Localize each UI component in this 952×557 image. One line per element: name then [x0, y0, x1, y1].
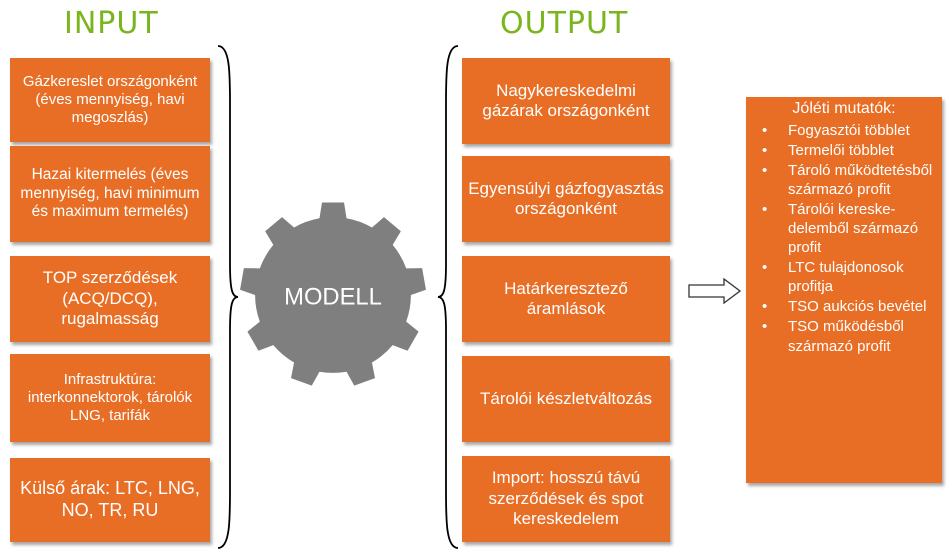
input-box-infrastructure: Infrastruktúra: interkonnektorok, tároló…: [10, 354, 210, 442]
gear-icon: MODELL: [240, 202, 426, 386]
input-box-external-prices: Külső árak: LTC, LNG, NO, TR, RU: [10, 458, 210, 542]
output-box-import: Import: hosszú távú szerződések és spot …: [462, 456, 670, 542]
input-brace: [217, 45, 239, 549]
input-heading: INPUT: [64, 6, 159, 41]
welfare-item-storage-operation-profit: Tároló működtetésből származó profit: [754, 161, 934, 199]
welfare-item-storage-trading-profit: Tárolói kereske-delemből származó profit: [754, 200, 934, 257]
welfare-list: Fogyasztói többlet Termelői többlet Táro…: [754, 121, 934, 356]
input-box-gas-demand: Gázkereslet országonként (éves mennyiség…: [10, 58, 210, 142]
welfare-item-tso-auction-revenue: TSO aukciós bevétel: [754, 297, 934, 316]
welfare-title: Jóléti mutatók:: [792, 100, 896, 117]
welfare-item-producer-surplus: Termelői többlet: [754, 141, 934, 160]
output-box-wholesale-prices: Nagykereskedelmi gázárak országonként: [462, 58, 670, 144]
right-arrow-icon: [688, 278, 742, 304]
output-box-equilibrium-consumption: Egyensúlyi gázfogyasztás országonként: [462, 156, 670, 242]
model-label: MODELL: [284, 284, 382, 311]
input-box-domestic-production: Hazai kitermelés (éves mennyiség, havi m…: [10, 146, 210, 242]
output-box-cross-border-flows: Határkeresztező áramlások: [462, 256, 670, 342]
output-brace: [437, 45, 459, 549]
welfare-item-tso-operation-profit: TSO működésből származó profit: [754, 317, 934, 355]
welfare-item-consumer-surplus: Fogyasztói többlet: [754, 121, 934, 140]
output-box-storage-change: Tárolói készletváltozás: [462, 356, 670, 442]
output-heading: OUTPUT: [500, 6, 629, 41]
input-box-top-contracts: TOP szerződések (ACQ/DCQ), rugalmasság: [10, 256, 210, 342]
welfare-indicators-box: Jóléti mutatók: Fogyasztói többlet Terme…: [746, 97, 942, 483]
welfare-item-ltc-owner-profit: LTC tulajdonosok profitja: [754, 258, 934, 296]
